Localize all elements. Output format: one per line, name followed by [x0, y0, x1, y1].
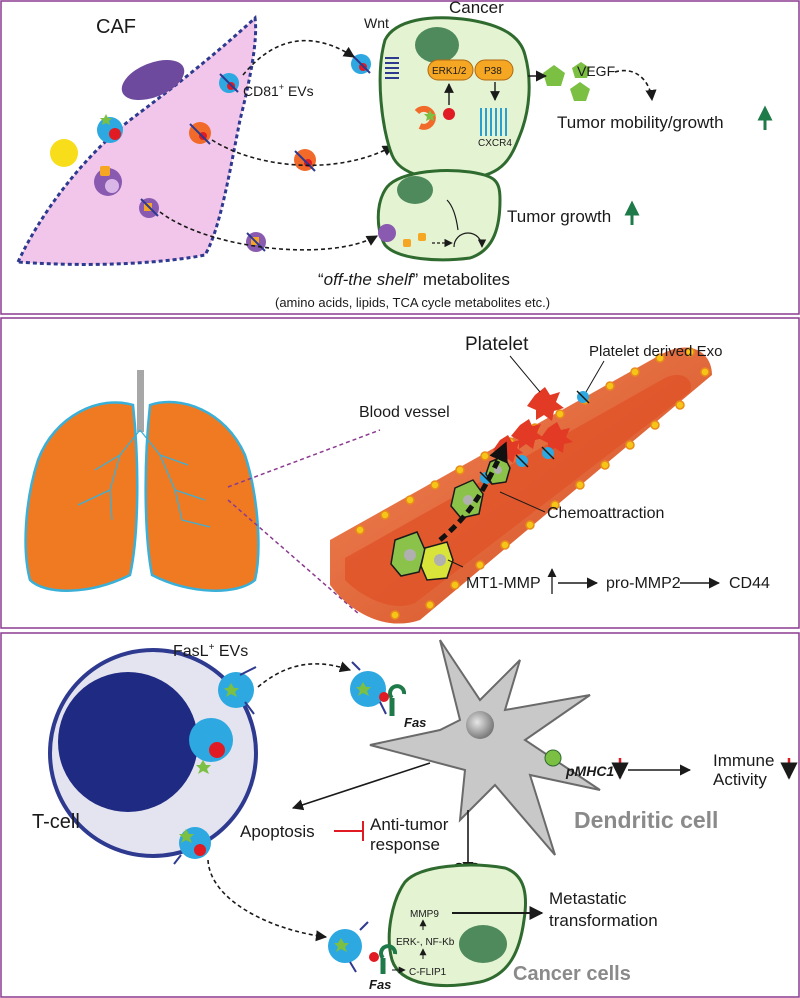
- erk-label: ERK1/2: [432, 66, 467, 77]
- orange-ev-mid: [294, 149, 316, 172]
- panel-1-frame: [0, 0, 800, 315]
- blood-vessel: [330, 347, 712, 624]
- tcell-label: T-cell: [32, 811, 80, 833]
- caf-lipid-droplet: [50, 139, 78, 167]
- mt1-pointer: [447, 559, 464, 568]
- cancer-cell-bottom: [387, 863, 528, 988]
- cd81-ev-target: [351, 54, 371, 74]
- cancer-nucleus-bottom: [459, 925, 507, 963]
- orange-ev-source: [189, 122, 211, 145]
- arrow-tcell-dc: [257, 661, 352, 688]
- metabolites-note: (amino acids, lipids, TCA cycle metaboli…: [275, 295, 550, 310]
- purple-ev-source: [139, 198, 159, 218]
- caf-vesicle-purple: [94, 166, 122, 196]
- dendritic-cell: [369, 639, 601, 856]
- cxcr4-receptor: [480, 108, 507, 136]
- panel-2-frame: [0, 317, 800, 629]
- blood-vessel-label: Blood vessel: [359, 404, 450, 421]
- pmhc-label: pMHC1: [565, 763, 614, 779]
- arrow-tcell-cancer: [207, 859, 328, 942]
- fasl-label: FasL+ EVs: [173, 642, 248, 660]
- metastatic-label-2: transformation: [549, 911, 658, 930]
- dendritic-nucleus: [466, 711, 494, 739]
- chemo-label: Chemoattraction: [547, 505, 664, 522]
- mobility-label: Tumor mobility/growth: [557, 113, 724, 132]
- metastatic-label-1: Metastatic: [549, 889, 627, 908]
- p38-box: [474, 59, 514, 81]
- caf-label: CAF: [96, 16, 136, 38]
- cxcr4-label: CXCR4: [478, 138, 512, 149]
- antitumor-label-2: response: [370, 835, 440, 854]
- fas-receptor-top: [379, 684, 407, 716]
- cancer-cell-metabolic: [376, 169, 502, 262]
- arrow-purple-ev: [159, 211, 378, 251]
- fasl-ev-bottom: [328, 921, 369, 973]
- fas-label-top: Fas: [404, 715, 426, 730]
- t-cell: [48, 648, 258, 858]
- arrow-cd81-ev: [242, 39, 355, 76]
- immune-label-1: Immune: [713, 751, 774, 770]
- cd44-label: CD44: [729, 575, 770, 592]
- zoom-line-top: [227, 429, 381, 488]
- right-lung: [144, 400, 260, 592]
- cd81-label: CD81+ EVs: [243, 82, 314, 99]
- fas-receptor-bottom: [369, 944, 398, 974]
- lungs: [24, 370, 260, 592]
- erk-box: [427, 59, 474, 81]
- cancer-nucleus-top: [415, 27, 459, 63]
- vessel-wall-cells-bottom: [390, 400, 685, 620]
- arrow-orange-ev: [211, 139, 394, 167]
- antitumor-label-1: Anti-tumor: [370, 815, 449, 834]
- caf-vesicle-blue: [97, 114, 123, 143]
- arrow-vegf-mobility: [614, 69, 657, 102]
- exo-pointer: [585, 360, 605, 393]
- arrow-dc-apoptosis: [291, 762, 431, 811]
- cd81-ev-source: [219, 73, 239, 93]
- p38-label: P38: [484, 66, 502, 77]
- fas-label-bottom: Fas: [369, 977, 391, 992]
- zoom-line-bottom: [227, 499, 361, 616]
- cancer-label: Cancer: [449, 0, 504, 17]
- platelet-exo-label: Platelet derived Exo: [589, 343, 722, 360]
- fasl-ev-released: [218, 666, 257, 715]
- immune-label-2: Activity: [713, 770, 767, 789]
- vegf-label: VEGF: [577, 63, 615, 79]
- purple-ev-mid: [246, 232, 266, 252]
- fasl-ev-transfer: [350, 661, 387, 715]
- vegf-pentagons: [543, 62, 590, 101]
- platelet-label: Platelet: [465, 334, 529, 355]
- apoptosis-label: Apoptosis: [240, 822, 315, 841]
- panel-3-frame: [0, 632, 800, 998]
- caf-cell: [15, 14, 258, 266]
- dendritic-label: Dendritic cell: [574, 807, 718, 833]
- fasl-ev-lower: [173, 827, 211, 865]
- offshelf-label: “off-the shelf” metabolites: [318, 270, 510, 289]
- t-cell-nucleus: [58, 672, 198, 812]
- trachea: [137, 370, 144, 432]
- platelet-pointer: [509, 355, 541, 393]
- wnt-receptor: [385, 57, 399, 79]
- mt1-label: MT1-MMP: [466, 575, 541, 592]
- inhibition-bar: [334, 821, 364, 841]
- chemo-pointer: [499, 491, 546, 513]
- growth-label: Tumor growth: [507, 207, 611, 226]
- chemoattraction-arrow: [438, 441, 508, 542]
- caf-nucleus: [121, 59, 185, 101]
- cancer-cell-top: [378, 16, 531, 181]
- cancer-nucleus-metabolic: [397, 176, 433, 204]
- left-lung: [24, 401, 139, 592]
- promm-label: pro-MMP2: [606, 575, 681, 592]
- erk-nfkb-label: ERK-, NF-Kb: [396, 937, 455, 948]
- cancer-cells-label: Cancer cells: [513, 963, 631, 985]
- pmhc-marker: [544, 749, 562, 767]
- bronchi: [77, 429, 211, 528]
- mmp9-label: MMP9: [410, 909, 439, 920]
- wnt-label: Wnt: [364, 15, 389, 31]
- cflip-label: C-FLIP1: [409, 967, 447, 978]
